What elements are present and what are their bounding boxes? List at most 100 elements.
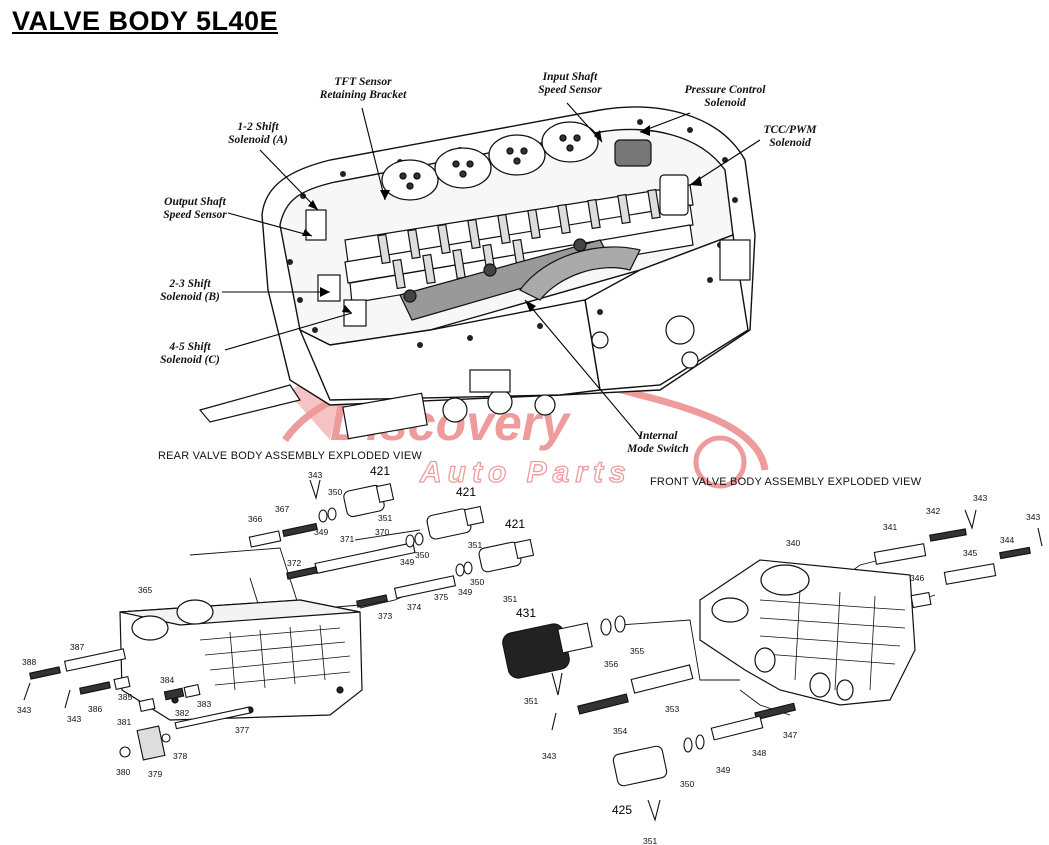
part-385 [113, 676, 131, 690]
valve-bore-1 [344, 184, 694, 263]
leader-arrowheads [302, 125, 702, 313]
callout-shift-solenoid-c: 4-5 Shift Solenoid (C) [160, 341, 220, 366]
part-number-label: 351 [468, 540, 482, 550]
part-number-label: 350 [470, 577, 484, 587]
mode-switch-body [519, 246, 641, 301]
part-number-label: 351 [524, 696, 538, 706]
part-number-label: 343 [973, 493, 987, 503]
o-ring-350d [695, 734, 705, 750]
callout-shift-solenoid-a: 1-2 Shift Solenoid (A) [228, 121, 288, 146]
valve-366 [248, 530, 282, 548]
page-title: VALVE BODY 5L40E [12, 6, 279, 36]
spring-354 [577, 693, 629, 715]
part-number-label: 350 [328, 487, 342, 497]
valve-374 [393, 575, 457, 599]
callout-internal-mode-switch: Internal Mode Switch [627, 430, 689, 455]
part-number-label: 343 [67, 714, 81, 724]
front-section-title: FRONT VALVE BODY ASSEMBLY EXPLODED VIEW [650, 476, 922, 488]
part-number-label: 351 [378, 513, 392, 523]
part-number-label: 366 [248, 514, 262, 524]
pressure-control-solenoid-body [614, 139, 652, 167]
valve-348 [710, 715, 764, 741]
part-number-label: 347 [783, 730, 797, 740]
part-number-label: 353 [665, 704, 679, 714]
part-number-label: 387 [70, 642, 84, 652]
callout-tft-sensor-bracket: TFT Sensor Retaining Bracket [319, 76, 407, 101]
spring-347 [754, 702, 797, 721]
o-ring-349d [683, 737, 693, 753]
part-number-label: 343 [542, 751, 556, 761]
part-346 [910, 591, 932, 609]
o-ring-356 [600, 618, 612, 636]
front-body-bore-1 [760, 564, 810, 596]
part-number-label: 375 [434, 592, 448, 602]
part-number-label: 351 [643, 836, 657, 845]
callout-output-shaft-speed-sensor: Output Shaft Speed Sensor [163, 196, 227, 221]
part-number-label: 388 [22, 657, 36, 667]
front-body-bore-2 [711, 597, 749, 623]
guide-rear-1 [189, 547, 361, 611]
callout-tcc-pwm-solenoid: TCC/PWM Solenoid [763, 124, 817, 149]
solenoid-425 [612, 745, 668, 787]
part-number-label: 355 [630, 646, 644, 656]
part-number-label: 354 [613, 726, 627, 736]
front-valve-body-casting [699, 559, 916, 706]
part-number-label: 346 [910, 573, 924, 583]
spring-344 [999, 546, 1031, 560]
rear-part-numbers: 343 350 421 367 366 349 351 370 371 421 … [17, 464, 525, 779]
spring-372 [286, 566, 318, 580]
part-number-label: 431 [516, 606, 536, 620]
solenoid-421a-connector [375, 483, 395, 503]
case-lower-details [442, 239, 751, 423]
spring-382 [163, 687, 185, 701]
leader-shift-12 [259, 149, 319, 211]
part-number-label: 380 [116, 767, 130, 777]
spring-388 [29, 666, 61, 680]
part-number-label: 343 [17, 705, 31, 715]
part-number-label: 421 [370, 464, 390, 478]
part-number-label: 367 [275, 504, 289, 514]
callout-shift-solenoid-b: 2-3 Shift Solenoid (B) [160, 278, 220, 303]
accumulator-cap-3 [488, 134, 546, 176]
part-number-label: 377 [235, 725, 249, 735]
part-number-label: 344 [1000, 535, 1014, 545]
callout-input-shaft-speed-sensor: Input Shaft Speed Sensor [538, 71, 602, 96]
accumulator-cap-2 [434, 147, 492, 189]
valve-387 [63, 648, 127, 672]
part-381 [138, 698, 156, 712]
part-number-label: 373 [378, 611, 392, 621]
spring-342 [929, 528, 967, 542]
part-number-label: 348 [752, 748, 766, 758]
part-number-label: 381 [117, 717, 131, 727]
part-number-label: 382 [175, 708, 189, 718]
accumulator-cap-1 [381, 159, 439, 201]
shift-solenoid-c-body [343, 299, 367, 327]
part-number-label: 340 [786, 538, 800, 548]
internal-mode-switch-assembled [519, 246, 641, 301]
part-number-label: 341 [883, 522, 897, 532]
part-378 [161, 733, 171, 743]
leader-lines [222, 102, 761, 439]
part-number-label: 350 [415, 550, 429, 560]
solenoid-431-nose [557, 622, 593, 654]
part-380 [119, 746, 131, 758]
rear-valve-body-casting [119, 599, 363, 721]
id-plate [342, 392, 428, 440]
o-ring-355 [614, 615, 626, 633]
rear-section-title: REAR VALVE BODY ASSEMBLY EXPLODED VIEW [158, 450, 422, 462]
accumulator-caps [381, 121, 599, 201]
spring-386 [79, 681, 111, 695]
part-number-label: 374 [407, 602, 421, 612]
part-number-label: 378 [173, 751, 187, 761]
part-number-label: 343 [308, 470, 322, 480]
rod-377 [174, 706, 251, 730]
part-number-label: 365 [138, 585, 152, 595]
rear-components [23, 479, 535, 761]
tcc-solenoid-body [659, 174, 689, 216]
guide-rear-4 [354, 529, 421, 541]
valve-353 [630, 664, 694, 694]
guide-front-1 [619, 619, 740, 681]
